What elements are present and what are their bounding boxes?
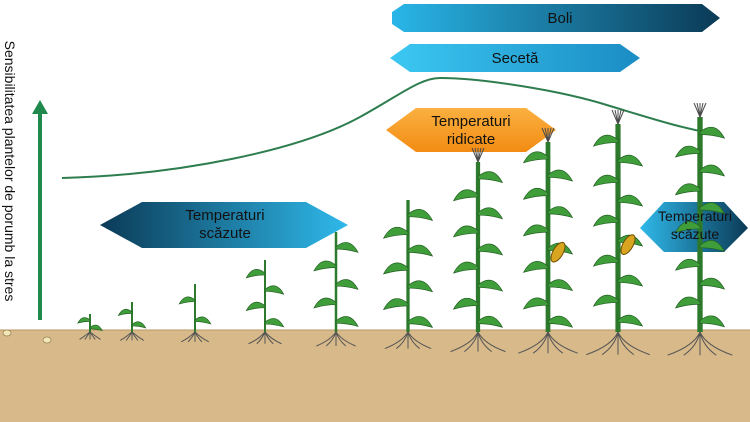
- boli-banner: [392, 4, 720, 32]
- seed: [42, 336, 52, 344]
- temp-ridicate-label: Temperaturi ridicate: [431, 113, 511, 148]
- y-axis-label: Sensibilitatea plantelor de porumb la st…: [2, 40, 18, 302]
- corn-plant: [450, 147, 506, 353]
- corn-plant: [586, 109, 650, 356]
- seed: [2, 329, 12, 337]
- sensitivity-curve: [61, 76, 717, 179]
- temp-ridicate-banner: [386, 108, 556, 152]
- boli-label: Boli: [547, 10, 573, 27]
- temp-scazute-early-banner: [100, 202, 348, 248]
- seceta-banner: [390, 44, 640, 72]
- corn-plant: [77, 314, 103, 340]
- corn-plant: [667, 102, 733, 356]
- corn-plant: [382, 200, 434, 350]
- corn-plant: [117, 302, 147, 341]
- temp-scazute-early-label: Temperaturi scăzute: [185, 207, 265, 242]
- temp-scazute-late-label: Temperaturi scăzute: [658, 208, 732, 242]
- corn-plant: [518, 127, 578, 354]
- seceta-label: Secetă: [491, 50, 539, 67]
- sensitivity-arrow-head: [32, 100, 48, 114]
- corn-growth-stages: [77, 102, 733, 356]
- soil: [0, 330, 750, 422]
- corn-plant: [245, 260, 285, 345]
- corn-plant: [313, 232, 359, 347]
- corn-plant: [178, 284, 212, 343]
